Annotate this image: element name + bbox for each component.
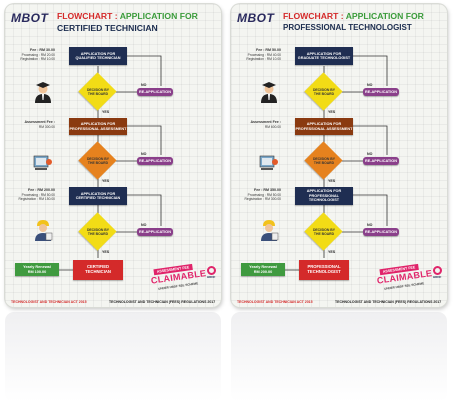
page-subtitle: PROFESSIONAL TECHNOLOGIST <box>283 23 412 32</box>
no-label-1: NO <box>367 83 373 87</box>
card-reflection-left <box>5 312 221 402</box>
mbot-logo: MBOT <box>237 11 275 25</box>
re-application-box-2: RE-APPLICATION <box>137 157 173 165</box>
no-label-3: NO <box>367 223 373 227</box>
hrdf-logo: HRDF <box>207 266 217 280</box>
graduate-person-icon <box>261 82 277 103</box>
fee-note-step2: Assessment Fee :RM 600.00 <box>250 120 281 129</box>
footer-regulations: TECHNOLOGIST AND TECHNICIAN (FEES) REGUL… <box>335 300 442 304</box>
page-title: FLOWCHART : APPLICATION FOR <box>57 11 198 21</box>
no-label-2: NO <box>367 152 373 156</box>
footer-regulations: TECHNOLOGIST AND TECHNICIAN (FEES) REGUL… <box>109 300 216 304</box>
yes-label-3: YES <box>328 250 336 254</box>
re-application-box-1: RE-APPLICATION <box>363 88 399 96</box>
hrdf-logo: HRDF <box>433 266 443 280</box>
card-reflection-right <box>231 312 447 402</box>
re-application-box-3: RE-APPLICATION <box>137 228 173 236</box>
footer-act: TECHNOLOGIST AND TECHNICIAN ACT 2015 <box>11 300 87 304</box>
assessment-icon <box>259 155 278 170</box>
page-title: FLOWCHART : APPLICATION FOR <box>283 11 424 21</box>
yes-label-3: YES <box>102 250 110 254</box>
re-application-box-2: RE-APPLICATION <box>363 157 399 165</box>
yes-label-2: YES <box>102 179 110 183</box>
page-subtitle: CERTIFIED TECHNICIAN <box>57 23 158 33</box>
no-label-2: NO <box>141 152 147 156</box>
assessment-icon <box>33 155 52 170</box>
worker-person-icon <box>261 220 279 241</box>
mbot-logo: MBOT <box>11 11 49 25</box>
worker-person-icon <box>35 220 53 241</box>
re-application-box-1: RE-APPLICATION <box>137 88 173 96</box>
yes-label-1: YES <box>102 110 110 114</box>
flowchart-card-professional-technologist: MBOT FLOWCHART : APPLICATION FOR PROFESS… <box>231 4 447 307</box>
yes-label-2: YES <box>328 179 336 183</box>
no-label-3: NO <box>141 223 147 227</box>
flowchart-card-certified-technician: MBOT FLOWCHART : APPLICATION FOR CERTIFI… <box>5 4 221 307</box>
fee-note-step2: Assessment Fee :RM 300.00 <box>24 120 55 129</box>
yes-label-1: YES <box>328 110 336 114</box>
no-label-1: NO <box>141 83 147 87</box>
re-application-box-3: RE-APPLICATION <box>363 228 399 236</box>
footer-act: TECHNOLOGIST AND TECHNICIAN ACT 2015 <box>237 300 313 304</box>
graduate-person-icon <box>35 82 51 103</box>
